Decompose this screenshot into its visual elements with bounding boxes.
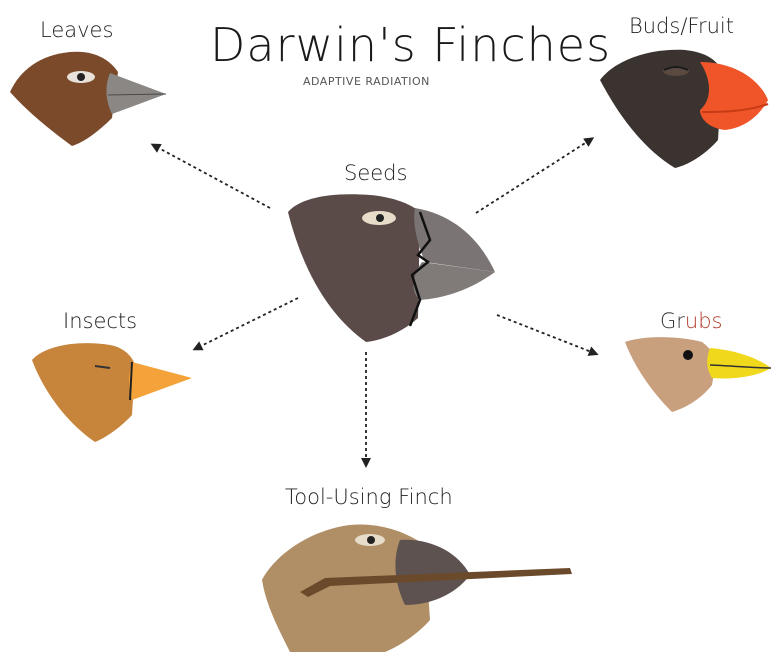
insects-finch-head (32, 343, 192, 442)
grubs-finch-head (625, 337, 771, 412)
label-grubs-part1: Gr (660, 309, 685, 333)
arrow-to-leaves (155, 146, 270, 208)
label-grubs: Grubs (660, 309, 723, 333)
arrow-to-buds (476, 140, 590, 213)
arrow-to-insects (197, 298, 298, 348)
diagram-subtitle: ADAPTIVE RADIATION (303, 75, 430, 88)
tool-finch-head (262, 525, 572, 652)
label-grubs-part2: ubs (685, 309, 723, 333)
buds-finch-head (600, 50, 768, 168)
label-tool-using-finch: Tool-Using Finch (285, 485, 453, 509)
seeds-finch-head (288, 194, 495, 342)
label-buds-fruit: Buds/Fruit (629, 14, 734, 38)
label-insects: Insects (63, 309, 137, 333)
label-leaves: Leaves (40, 18, 113, 42)
leaves-finch-head (10, 52, 166, 146)
label-seeds: Seeds (344, 161, 407, 185)
diagram-title: Darwin's Finches (210, 18, 611, 72)
arrow-to-grubs (497, 315, 594, 353)
